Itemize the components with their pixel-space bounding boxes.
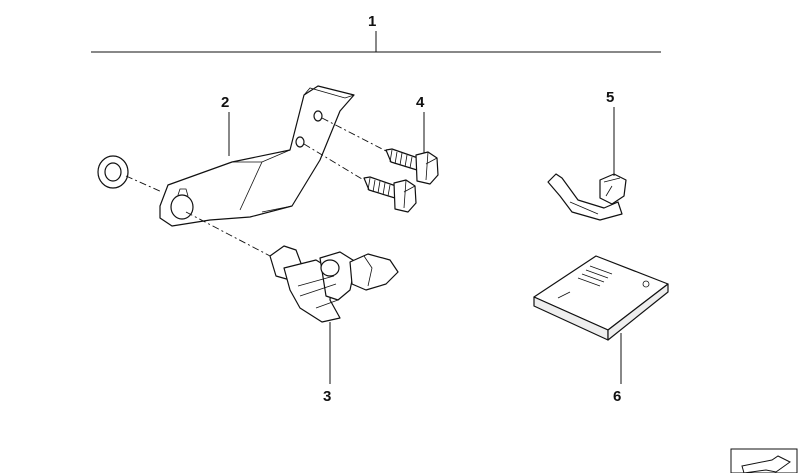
- centerline-socket: [185, 211, 273, 258]
- svg-text:1: 1: [368, 13, 376, 30]
- callout-4[interactable]: 4: [416, 94, 425, 153]
- next-arrow-icon[interactable]: [730, 448, 798, 473]
- centerline-bolt-upper: [321, 117, 389, 153]
- svg-text:5: 5: [606, 89, 614, 106]
- callout-5[interactable]: 5: [606, 89, 615, 176]
- booklet-part[interactable]: [533, 255, 669, 341]
- svg-text:3: 3: [323, 388, 331, 405]
- washer-ring[interactable]: [97, 155, 163, 193]
- socket-part[interactable]: [269, 245, 399, 323]
- callout-3[interactable]: 3: [323, 322, 331, 405]
- svg-text:6: 6: [613, 388, 621, 405]
- svg-text:4: 4: [416, 94, 425, 111]
- bolt-lower[interactable]: [363, 176, 417, 213]
- centerline-bolt-lower: [303, 143, 363, 180]
- bracket-part[interactable]: [159, 85, 355, 227]
- clip-part[interactable]: [547, 173, 627, 221]
- callout-6[interactable]: 6: [613, 333, 622, 405]
- callout-1[interactable]: 1: [91, 13, 661, 53]
- bolt-upper[interactable]: [385, 148, 439, 185]
- svg-text:2: 2: [221, 94, 229, 111]
- callout-2[interactable]: 2: [221, 94, 230, 156]
